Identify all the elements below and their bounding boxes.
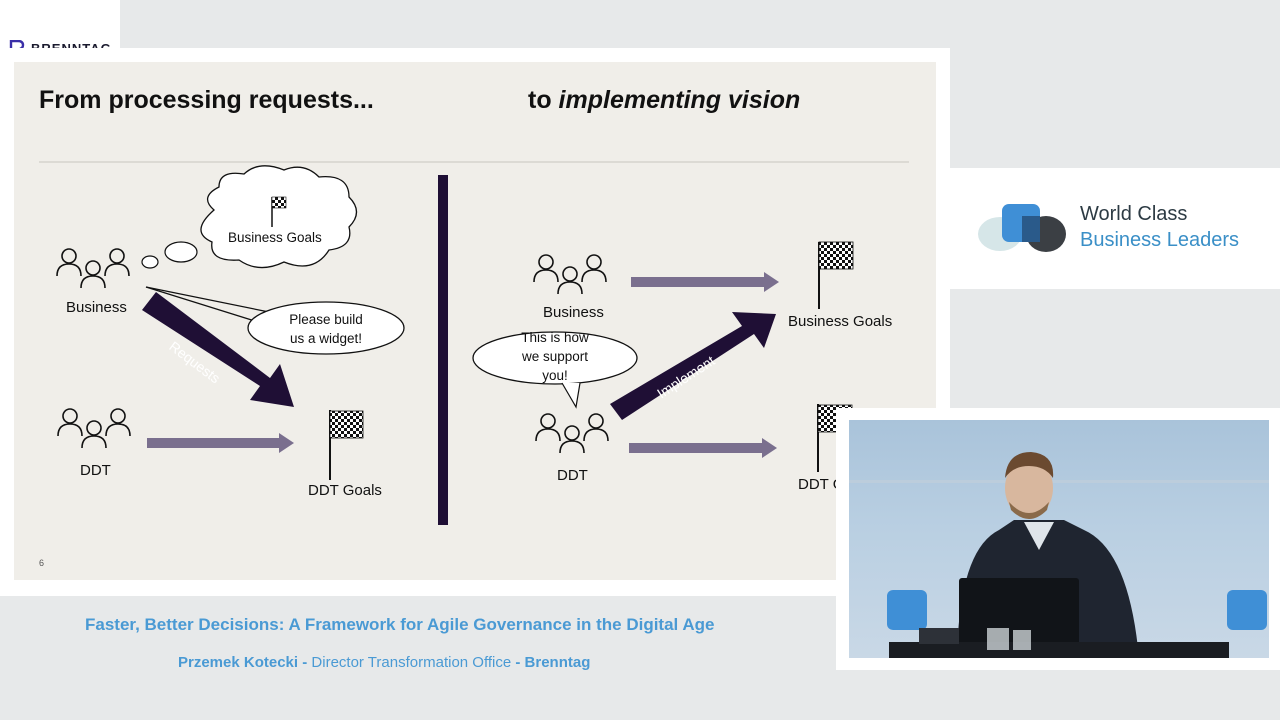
speaker-scene-image <box>849 452 1269 658</box>
implement-arrow <box>610 312 776 420</box>
slide-diagram <box>39 161 909 525</box>
speech-pointer-left <box>145 286 270 313</box>
talk-title: Faster, Better Decisions: A Framework fo… <box>85 615 715 634</box>
business-goals-label-right: Business Goals <box>788 313 893 330</box>
speaker-name: Przemek Kotecki <box>178 654 299 671</box>
thought-cloud-text: Business Goals <box>228 230 322 245</box>
business-people-icon-right <box>534 255 606 294</box>
speaker-company: Brenntag <box>524 654 591 671</box>
speech-bubble-right-text: This is how we support you! <box>521 330 589 383</box>
business-label-right: Business <box>543 304 604 321</box>
ddt-arrow-left <box>147 433 294 453</box>
sponsor-line1: World Class <box>1080 203 1188 225</box>
ddt-label-left: DDT <box>80 462 111 479</box>
business-arrow-right <box>631 272 779 292</box>
thought-cloud <box>200 165 358 269</box>
wcbl-logo-icon <box>978 204 1066 252</box>
business-people-icon-left <box>57 249 129 288</box>
presentation-slide: From processing requests... to implement… <box>14 62 936 580</box>
ddt-people-icon-left <box>58 409 130 448</box>
slide-page-number: 6 <box>39 558 45 568</box>
slide-heading-left: From processing requests... <box>39 86 374 114</box>
thought-dot-medium <box>164 241 198 263</box>
business-label-left: Business <box>66 299 127 316</box>
requests-arrow <box>142 292 294 407</box>
ddt-label-right: DDT <box>557 467 588 484</box>
speaker-video <box>849 420 1269 658</box>
ddt-arrow-right <box>629 438 777 458</box>
ddt-goals-label-right: DDT G <box>798 476 845 493</box>
ddt-people-icon-right <box>536 414 608 453</box>
speech-bubble-right <box>472 331 638 385</box>
thought-dot-small <box>141 255 159 269</box>
center-divider-bar <box>438 175 448 525</box>
speech-bubble-left <box>247 301 405 355</box>
sponsor-line2: Business Leaders <box>1080 229 1239 251</box>
slide-heading-right: to implementing vision <box>528 86 801 114</box>
speaker-info: Przemek Kotecki - Director Transformatio… <box>178 654 591 671</box>
speaker-role: Director Transformation Office <box>311 654 512 671</box>
speech-bubble-left-text: Please build us a widget! <box>289 312 363 346</box>
ddt-goals-label-left: DDT Goals <box>308 482 382 499</box>
